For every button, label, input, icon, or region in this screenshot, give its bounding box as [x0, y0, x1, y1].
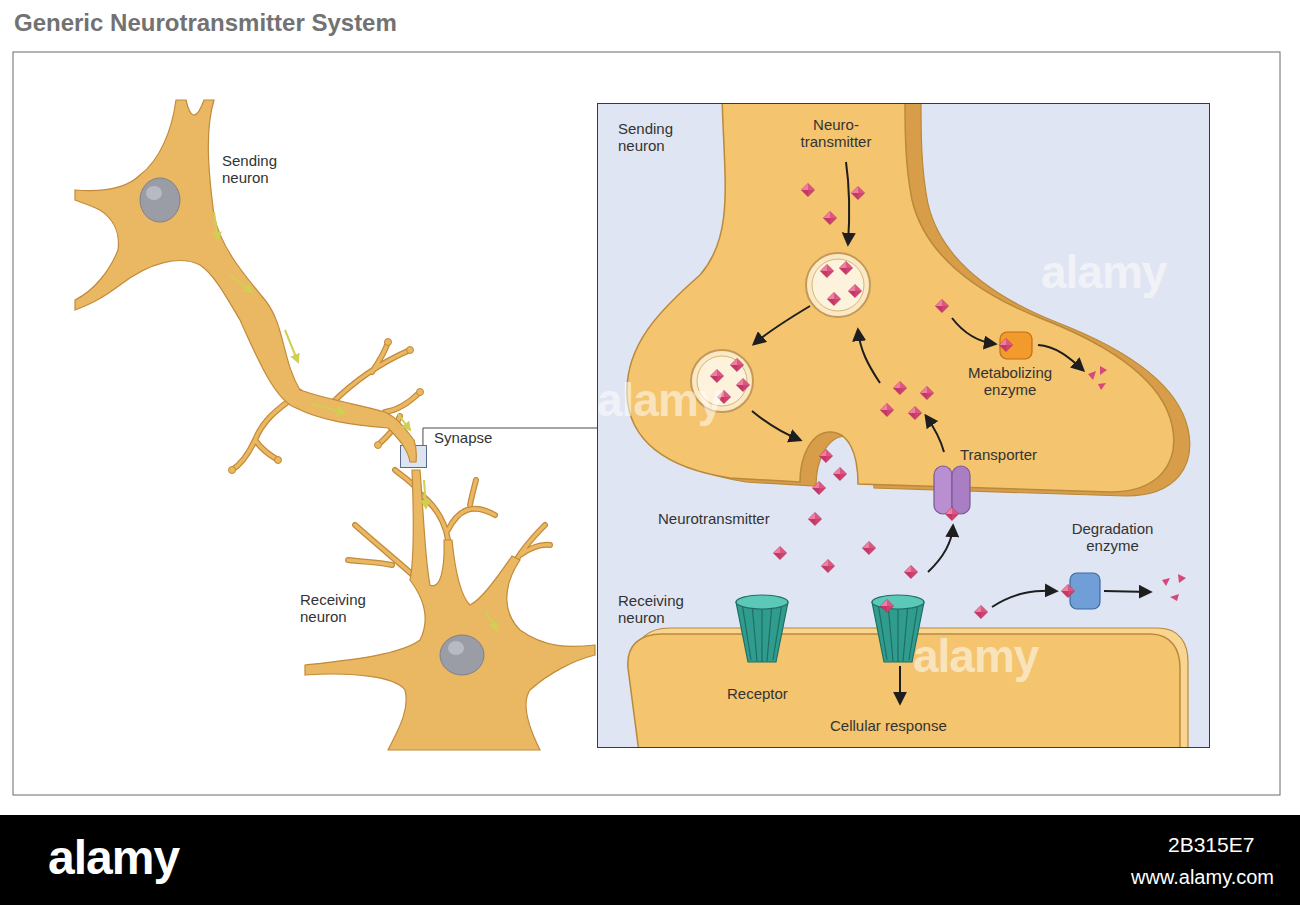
- neuron-body: [305, 470, 595, 750]
- nucleus: [140, 178, 180, 222]
- watermark: alamy: [597, 374, 722, 427]
- signal-arrows: [214, 212, 497, 630]
- branch-knob: [229, 467, 236, 474]
- branch-knob: [375, 442, 382, 449]
- watermark-url: www.alamy.com: [1131, 866, 1274, 889]
- nucleus-highlight: [448, 641, 464, 655]
- synapse-marker: Synapse: [400, 445, 427, 468]
- signal-arrow: [285, 330, 298, 362]
- dendrite-fill: [348, 470, 550, 598]
- part-label: Degradation enzyme: [1060, 520, 1165, 555]
- branch-knobs: [229, 339, 424, 474]
- branch-knob: [407, 347, 414, 354]
- nucleus-highlight: [146, 186, 162, 200]
- part-label: Receptor: [727, 685, 788, 702]
- part-label: Metabolizing enzyme: [955, 364, 1065, 399]
- dendrite-outline: [348, 470, 550, 598]
- watermark-logo: alamy: [48, 830, 179, 885]
- part-label: Receiving neuron: [300, 591, 380, 626]
- signal-arrow: [486, 612, 497, 630]
- watermark: alamy: [1041, 246, 1166, 299]
- figure-frame: [13, 52, 1280, 795]
- branch-knob: [417, 389, 424, 396]
- neuron-body: [75, 100, 416, 462]
- signal-arrow: [424, 480, 426, 508]
- watermark: alamy: [913, 630, 1038, 683]
- signal-arrow: [230, 275, 252, 292]
- signal-arrow: [214, 212, 218, 240]
- part-label: Cellular response: [830, 717, 947, 734]
- part-label: Sending neuron: [222, 152, 297, 187]
- part-label: Neurotransmitter: [658, 510, 770, 527]
- branch-knob: [275, 457, 282, 464]
- signal-arrow: [312, 404, 345, 413]
- branch-outline: [232, 342, 420, 470]
- sending-neuron: [75, 100, 424, 474]
- dendrites: [348, 470, 550, 598]
- branch-knob: [385, 339, 392, 346]
- nucleus: [440, 635, 484, 675]
- watermark-bar: [0, 815, 1300, 905]
- node-label: Sending neuron: [618, 120, 698, 155]
- receiving-neuron: [305, 470, 595, 750]
- axon-branches: [232, 342, 420, 470]
- signal-arrow: [398, 414, 410, 430]
- node-label: Receiving neuron: [618, 592, 698, 627]
- image-id: 2B315E7: [1168, 833, 1254, 857]
- node-label: Synapse: [434, 429, 492, 446]
- part-label: Neuro- transmitter: [791, 116, 881, 151]
- figure-title: Generic Neurotransmitter System: [14, 9, 397, 37]
- part-label: Transporter: [960, 446, 1037, 463]
- branch-fill: [232, 342, 420, 470]
